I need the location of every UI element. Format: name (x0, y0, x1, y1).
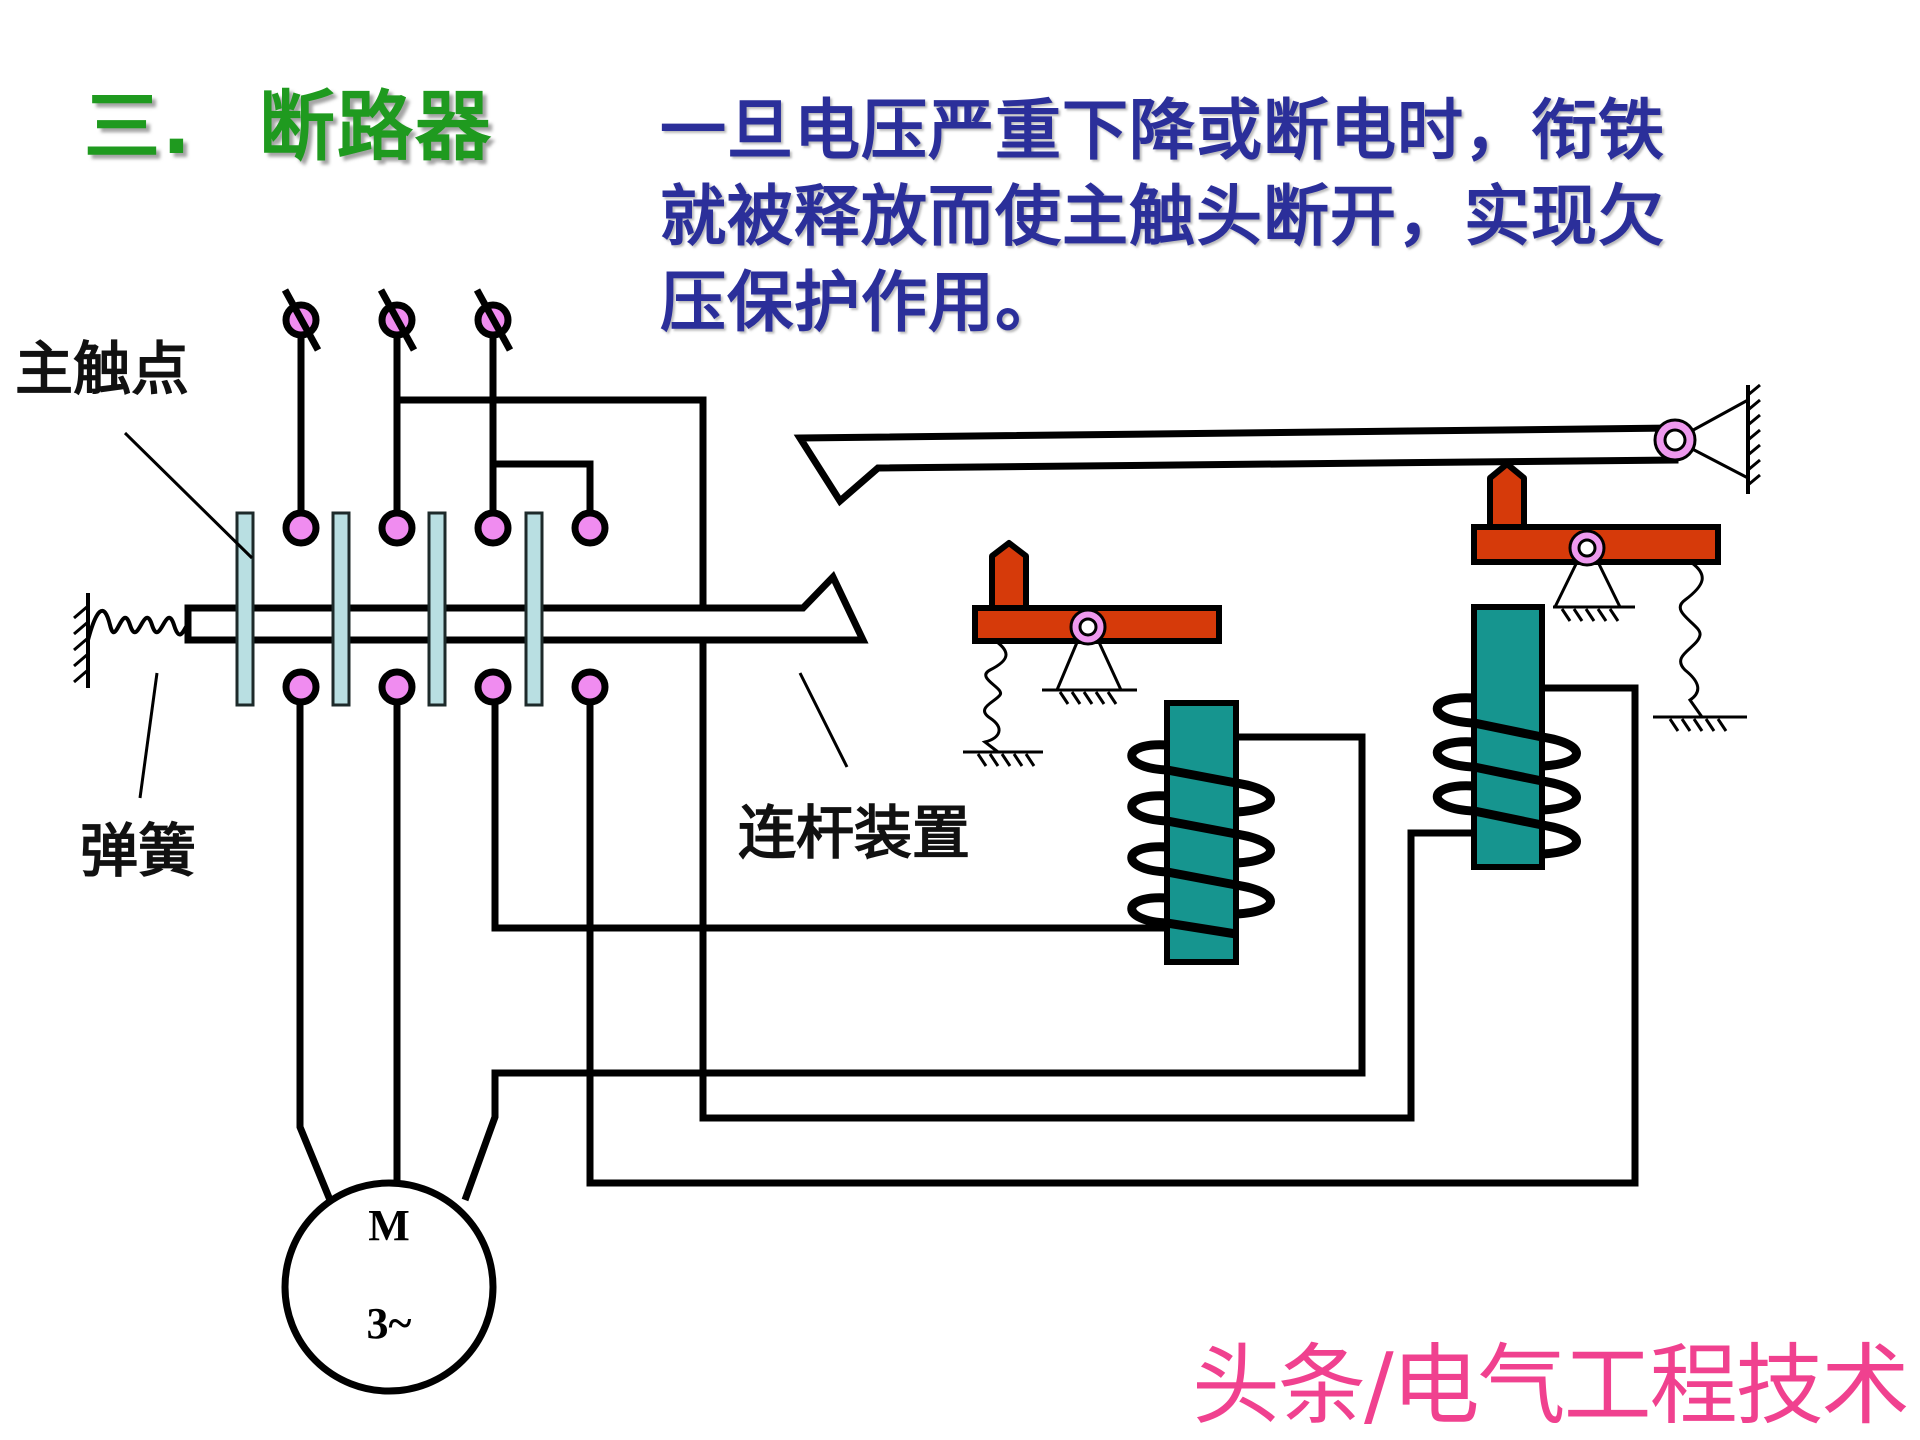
upper-contact (282, 509, 320, 547)
pointer-spring (138, 672, 159, 799)
pointer-linkage (798, 672, 849, 768)
upper-contact (571, 509, 609, 547)
undervoltage-coil (1432, 604, 1581, 870)
contact-bar (427, 511, 447, 707)
label-main-contact: 主触点 (15, 335, 190, 403)
motor-symbol: M (368, 1201, 410, 1250)
terminal-1 (281, 288, 322, 352)
label-pointers (123, 431, 849, 799)
contact-bar (524, 511, 544, 707)
lower-contact (282, 668, 320, 706)
terminal-3 (473, 288, 514, 352)
description-line: 就被释放而使主触头断开，实现欠 (660, 178, 1665, 255)
lower-contact (474, 668, 512, 706)
lower-contact (571, 668, 609, 706)
watermark: 头条/电气工程技术 (1192, 1334, 1910, 1437)
overcurrent-armature (963, 540, 1222, 767)
motor-phase: 3~ (366, 1299, 412, 1348)
wires (296, 320, 1639, 1202)
upper-contact (474, 509, 512, 547)
linkage-lever (793, 383, 1761, 507)
wire-undervoltage-return (586, 684, 1639, 1187)
supply-terminals (281, 288, 514, 352)
overcurrent-coil (1127, 700, 1275, 965)
fixed-contacts (282, 509, 609, 706)
shaft-spring (73, 593, 190, 688)
undervoltage-armature (1471, 461, 1747, 732)
wire-branch-contact-4 (493, 460, 594, 528)
terminal-2 (377, 288, 418, 352)
page-title: 三. 断路器 (84, 82, 493, 172)
wire-motor-1 (296, 687, 334, 1202)
motor (281, 1179, 497, 1395)
title-number: 三. (84, 82, 193, 171)
description-line: 一旦电压严重下降或断电时，衔铁 (660, 92, 1665, 169)
moving-contact-bars (235, 511, 544, 707)
description-text: 一旦电压严重下降或断电时，衔铁 就被释放而使主触头断开，实现欠 压保护作用。 (660, 88, 1800, 346)
label-linkage: 连杆装置 (738, 799, 971, 867)
wire-to-undervoltage-coil (397, 396, 1475, 1122)
pointer-main-contact (123, 431, 254, 560)
contact-bar (235, 511, 255, 707)
description-line: 压保护作用。 (660, 264, 1062, 341)
wire-to-overcurrent-coil (491, 687, 1167, 932)
contact-bar (331, 511, 351, 707)
title-text: 断路器 (258, 82, 493, 171)
lower-contact (378, 668, 416, 706)
label-spring: 弹簧 (80, 817, 197, 885)
wire-overcurrent-return (461, 733, 1366, 1202)
upper-contact (378, 509, 416, 547)
